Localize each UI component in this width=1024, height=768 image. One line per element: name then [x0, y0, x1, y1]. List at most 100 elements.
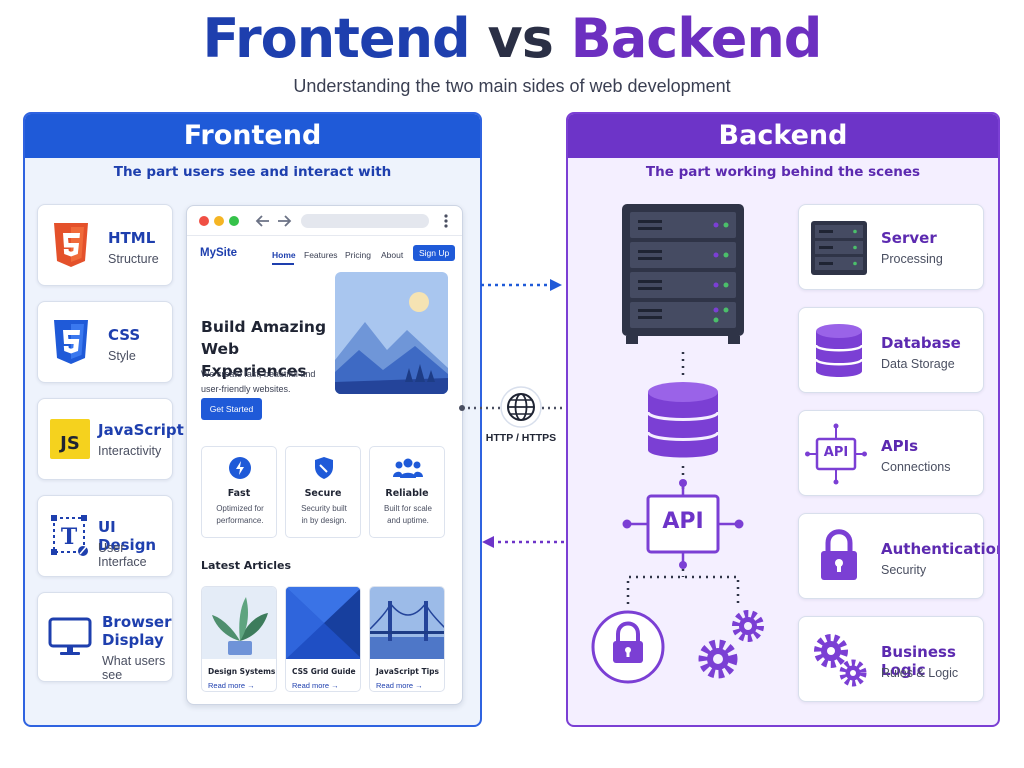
business-logic-sub: Rules & Logic: [881, 666, 959, 680]
css-sub: Style: [108, 349, 136, 363]
back-arrow-icon: [255, 215, 269, 227]
hero-sub-line2: user-friendly websites.: [201, 384, 291, 394]
ui-design-title: UI Design: [98, 518, 157, 554]
database-title: Database: [881, 334, 961, 352]
nav-pricing: Pricing: [345, 250, 371, 260]
feature-fast-line2: performance.: [216, 516, 264, 525]
lock-icon: [821, 529, 857, 580]
article-card: JavaScript Tips Read more →: [369, 586, 445, 692]
feature-secure-title: Secure: [304, 488, 342, 499]
browser-title: Browser: [102, 613, 172, 631]
server-rack-icon: [622, 204, 744, 344]
backend-tagline: The part working behind the scenes: [645, 164, 921, 180]
browser-display-card: Browser Display What users see: [37, 592, 173, 682]
hero-title: Build Amazing Web Experiences: [201, 316, 341, 382]
backend-heading: Backend: [568, 114, 998, 158]
feature-secure: Secure Security built in by design.: [285, 446, 361, 538]
lightning-icon: [229, 457, 251, 479]
page-subtitle: Understanding the two main sides of web …: [293, 76, 731, 96]
javascript-card: JS JavaScript Interactivity: [37, 398, 184, 480]
feature-fast-line1: Optimized for: [216, 504, 264, 513]
api-icon-label: API: [823, 445, 849, 460]
kebab-menu-icon: [444, 214, 448, 228]
article-card: CSS Grid Guide Read more →: [285, 586, 361, 692]
url-bar: [301, 214, 429, 228]
server-sub: Processing: [881, 252, 943, 266]
html-card: HTML Structure: [37, 204, 173, 286]
shield-icon: [315, 457, 333, 479]
css-card: CSS Style: [37, 301, 173, 383]
central-api-label: API: [662, 509, 704, 534]
title-frontend: Frontend: [202, 7, 471, 70]
javascript-sub: Interactivity: [98, 444, 162, 458]
feature-reliable-desc: Built for scale and uptime.: [374, 503, 442, 527]
browser-toolbar: [187, 206, 462, 236]
authentication-card: Authentication Security: [798, 513, 998, 599]
api-icon: [805, 423, 867, 485]
display-title: Display: [102, 631, 164, 649]
users-icon: [393, 458, 423, 478]
database-sub: Data Storage: [881, 357, 955, 371]
feature-fast: Fast Optimized for performance.: [201, 446, 277, 538]
mountain-landscape-image: [335, 272, 448, 394]
article-read-more-link: Read more →: [208, 681, 255, 690]
feature-secure-line2: in by design.: [301, 516, 347, 525]
globe-icon: [500, 386, 542, 428]
ui-design-sub: User Interface: [98, 541, 147, 569]
request-arrow: [481, 279, 562, 291]
feature-fast-title: Fast: [227, 488, 251, 499]
database-icon: [646, 382, 720, 458]
title-backend: Backend: [570, 7, 823, 70]
monitor-icon: [48, 617, 92, 655]
feature-reliable-line2: and uptime.: [387, 516, 429, 525]
html-sub: Structure: [108, 252, 159, 266]
html-title: HTML: [108, 229, 156, 247]
latest-articles-heading: Latest Articles: [201, 559, 292, 572]
page-title: Frontend vs Backend: [0, 6, 1024, 72]
http-https-label: HTTP / HTTPS: [485, 432, 557, 444]
feature-reliable-line1: Built for scale: [383, 504, 433, 513]
article-read-more-link: Read more →: [292, 681, 339, 690]
nav-active-underline: [272, 263, 294, 265]
article-card: Design Systems 101 Read more →: [201, 586, 277, 692]
plant-image: [202, 587, 276, 659]
geometric-blue-image: [286, 587, 360, 659]
gears-icon: [814, 634, 867, 687]
backend-architecture-illustration: [591, 204, 764, 684]
authentication-title: Authentication: [881, 540, 1000, 558]
javascript-icon: JS: [50, 419, 90, 459]
javascript-title: JavaScript: [98, 421, 184, 439]
feature-secure-desc: Security built in by design.: [290, 503, 358, 527]
maximize-dot-icon: [229, 216, 239, 226]
get-started-button: Get Started: [201, 398, 262, 420]
database-card: Database Data Storage: [798, 307, 984, 393]
minimize-dot-icon: [214, 216, 224, 226]
apis-sub: Connections: [881, 460, 951, 474]
site-nav: MySite Home Features Pricing About Sign …: [187, 244, 462, 268]
frontend-panel: Frontend The part users see and interact…: [23, 112, 482, 727]
nav-signup-button: Sign Up: [413, 245, 456, 261]
css-title: CSS: [108, 326, 141, 344]
bridge-image: [370, 587, 444, 659]
hero-sub-line1: We create fast, beautiful and: [201, 369, 316, 379]
hero-title-line1: Build Amazing: [201, 318, 327, 336]
close-dot-icon: [199, 216, 209, 226]
feature-reliable: Reliable Built for scale and uptime.: [369, 446, 445, 538]
business-logic-title: Business Logic: [881, 643, 956, 679]
ui-design-card: T UI Design User Interface: [37, 495, 173, 577]
svg-text:JS: JS: [58, 433, 80, 454]
feature-reliable-title: Reliable: [385, 488, 429, 499]
forward-arrow-icon: [278, 215, 292, 227]
article-title: Design Systems 101: [208, 667, 276, 676]
business-logic-card: Business Logic Rules & Logic: [798, 616, 984, 702]
response-arrow: [482, 536, 564, 548]
central-api-icon: [622, 479, 744, 569]
html5-icon: [54, 223, 88, 267]
browser-display-sub: What users see: [102, 654, 166, 682]
ui-design-icon: T: [51, 515, 88, 556]
hero-subtitle: We create fast, beautiful and user-frien…: [201, 367, 326, 397]
lock-circle-icon: [591, 610, 665, 684]
article-title: JavaScript Tips: [376, 667, 440, 676]
feature-secure-line1: Security built: [301, 504, 347, 513]
